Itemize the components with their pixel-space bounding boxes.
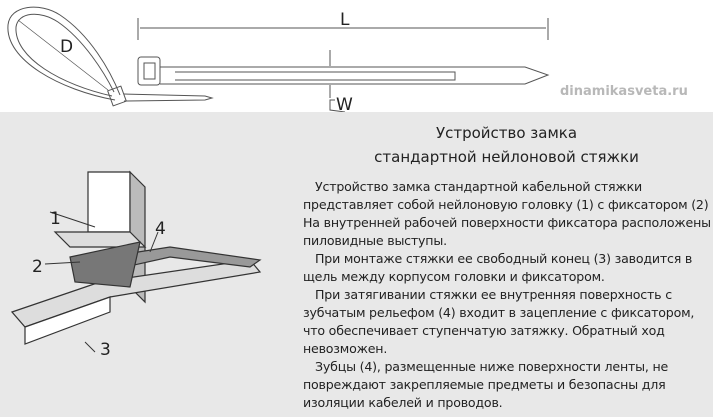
cable-tie-drawing: L W D: [7, 6, 550, 115]
callout-4: 4: [155, 219, 166, 239]
lock-description-panel: 1 2 3 4: [0, 112, 713, 417]
title-line-1: Устройство замка: [435, 124, 578, 142]
paragraph: При монтаже стяжки ее свободный конец (3…: [303, 251, 693, 284]
callout-1: 1: [50, 209, 61, 229]
cable-tie-dimensions-drawing: L W D: [0, 0, 713, 115]
paragraph: Устройство замка стандартной кабельной с…: [303, 179, 711, 248]
callout-3: 3: [100, 340, 111, 360]
description-text: Устройство замка стандартной кабельной с…: [303, 178, 711, 412]
diameter-label: D: [60, 37, 73, 57]
paragraph: Зубцы (4), размещенные ниже поверхности …: [303, 359, 669, 410]
paragraph: При затягивании стяжки ее внутренняя пов…: [303, 287, 695, 356]
callout-2: 2: [32, 257, 43, 277]
title-line-2: стандартной нейлоновой стяжки: [374, 148, 639, 166]
watermark: dinamikasveta.ru: [560, 84, 688, 99]
width-label: W: [336, 95, 353, 112]
lock-mechanism-drawing: 1 2 3 4: [10, 170, 262, 360]
length-label: L: [340, 10, 350, 30]
